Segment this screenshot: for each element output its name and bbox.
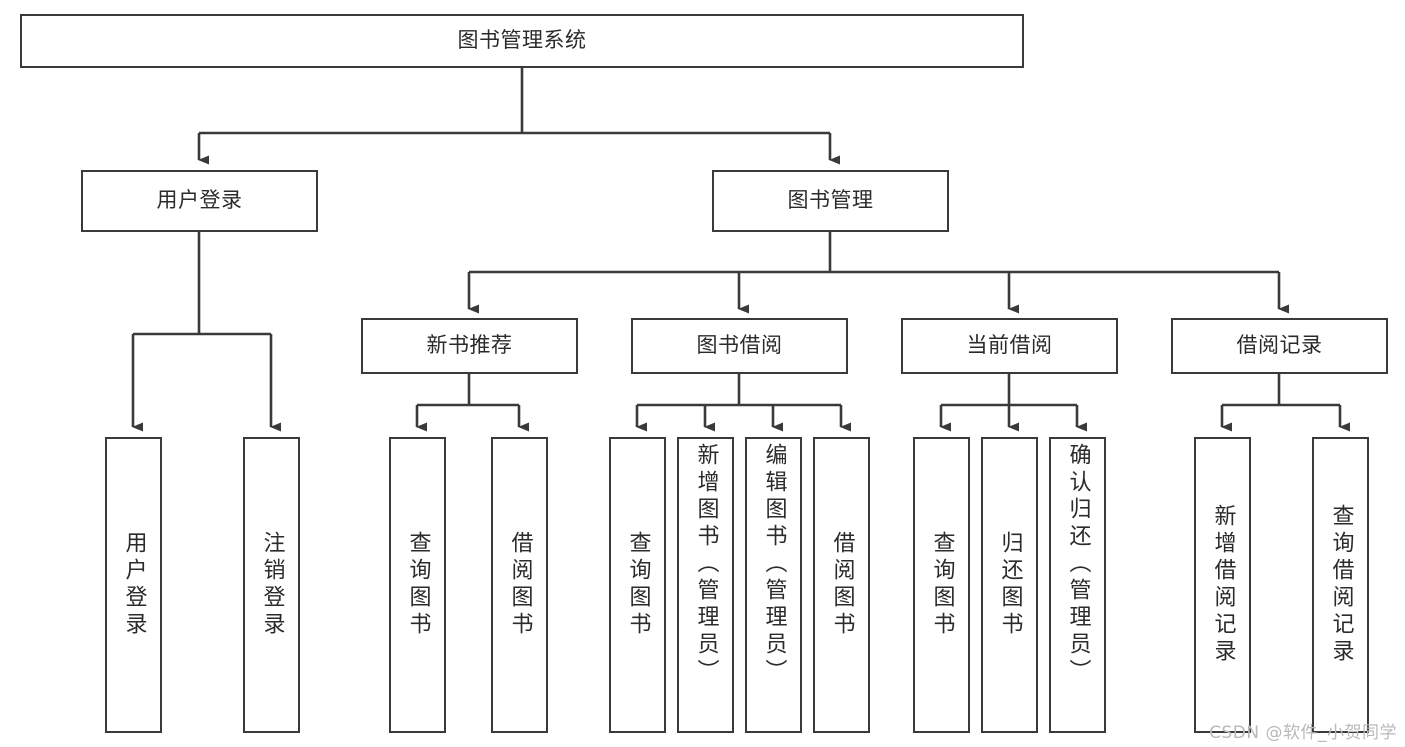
node-label: 借阅图书 [829, 531, 855, 639]
leaf-borrow-book-recommend[interactable]: 借阅图书 [491, 437, 548, 733]
node-label: 查询图书 [929, 531, 955, 639]
node-label: 归还图书 [997, 531, 1023, 639]
leaf-logout[interactable]: 注销登录 [243, 437, 300, 733]
node-label: 新增图书（管理员） [693, 443, 719, 686]
node-label: 用户登录 [156, 188, 243, 213]
node-book-management[interactable]: 图书管理 [712, 170, 949, 232]
node-label: 查询图书 [405, 531, 431, 639]
csdn-watermark: CSDN @软件_小贺同学 [1209, 723, 1397, 743]
node-label: 新书推荐 [426, 333, 513, 358]
leaf-confirm-return-admin[interactable]: 确认归还（管理员） [1049, 437, 1106, 733]
leaf-user-login[interactable]: 用户登录 [105, 437, 162, 733]
node-label: 编辑图书（管理员） [761, 443, 787, 686]
node-label: 确认归还（管理员） [1065, 443, 1091, 686]
node-label: 新增借阅记录 [1210, 504, 1236, 666]
leaf-borrow-book[interactable]: 借阅图书 [813, 437, 870, 733]
node-label: 查询图书 [625, 531, 651, 639]
node-label: 图书管理系统 [457, 28, 587, 53]
node-label: 图书借阅 [696, 333, 783, 358]
leaf-query-borrow-record[interactable]: 查询借阅记录 [1312, 437, 1369, 733]
node-current-borrow[interactable]: 当前借阅 [901, 318, 1118, 374]
leaf-query-book-current[interactable]: 查询图书 [913, 437, 970, 733]
node-new-book-recommend[interactable]: 新书推荐 [361, 318, 578, 374]
node-label: 借阅记录 [1236, 333, 1323, 358]
leaf-query-book-recommend[interactable]: 查询图书 [389, 437, 446, 733]
node-label: 当前借阅 [966, 333, 1053, 358]
leaf-add-book-admin[interactable]: 新增图书（管理员） [677, 437, 734, 733]
node-label: 用户登录 [121, 531, 147, 639]
leaf-add-borrow-record[interactable]: 新增借阅记录 [1194, 437, 1251, 733]
node-book-borrow[interactable]: 图书借阅 [631, 318, 848, 374]
node-label: 查询借阅记录 [1328, 504, 1354, 666]
node-label: 注销登录 [259, 531, 285, 639]
node-root-system[interactable]: 图书管理系统 [20, 14, 1024, 68]
leaf-edit-book-admin[interactable]: 编辑图书（管理员） [745, 437, 802, 733]
leaf-return-book[interactable]: 归还图书 [981, 437, 1038, 733]
node-user-login[interactable]: 用户登录 [81, 170, 318, 232]
node-label: 借阅图书 [507, 531, 533, 639]
node-label: 图书管理 [787, 188, 874, 213]
leaf-query-book-borrow[interactable]: 查询图书 [609, 437, 666, 733]
node-borrow-record[interactable]: 借阅记录 [1171, 318, 1388, 374]
